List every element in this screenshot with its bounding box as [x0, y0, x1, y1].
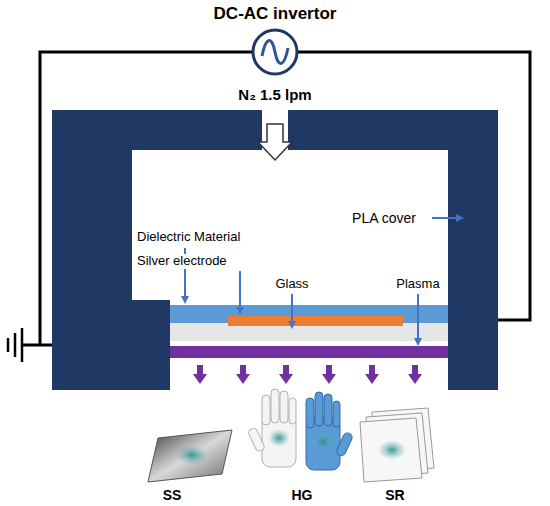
plasma-arrow	[365, 365, 379, 384]
plasma-arrow	[322, 365, 336, 384]
plasma-arrows	[193, 365, 422, 384]
glove-samples	[247, 389, 353, 470]
treatment-spot	[378, 440, 406, 460]
gas-inlet-arrow	[258, 124, 292, 160]
ground-symbol	[8, 328, 22, 362]
sample-label: HG	[290, 487, 315, 503]
sample-label: SS	[161, 487, 184, 503]
part-label: Plasma	[394, 277, 441, 292]
plasma-arrow	[236, 365, 250, 384]
inverter-symbol	[253, 30, 297, 74]
gas-flow-label: N₂ 1.5 lpm	[236, 86, 313, 103]
part-label: Dielectric Material	[135, 230, 242, 245]
pla-cover	[52, 110, 498, 390]
plasma-arrow	[279, 365, 293, 384]
plasma-arrow	[193, 365, 207, 384]
silver-electrode	[228, 316, 403, 326]
plasma-layer	[170, 346, 448, 358]
sheet-samples	[360, 408, 434, 482]
part-label: Silver electrode	[135, 254, 229, 269]
part-label: PLA cover	[350, 210, 418, 226]
sample-label: SR	[383, 487, 406, 503]
plasma-arrow	[408, 365, 422, 384]
stainless-steel-sample	[148, 430, 232, 482]
part-label: Glass	[273, 277, 310, 292]
title-label: DC-AC invertor	[212, 4, 339, 24]
